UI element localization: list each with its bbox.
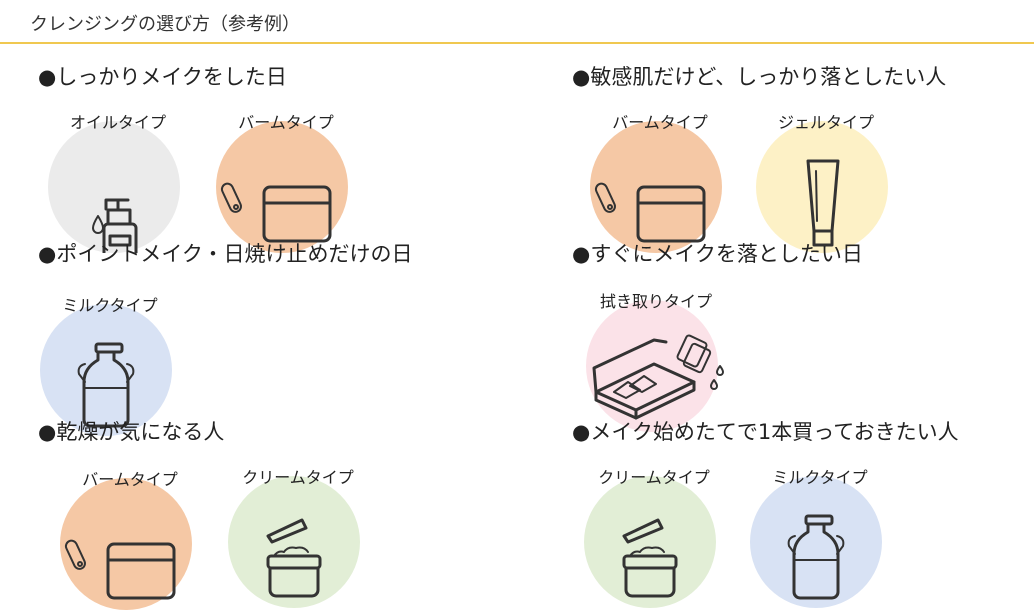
- section-sensitive-skin: ●敏感肌だけど、しっかり落としたい人 バームタイプ ジェルタイプ: [572, 61, 1022, 253]
- type-card-oil: オイルタイプ: [48, 95, 188, 253]
- type-card-cream: クリームタイプ: [584, 450, 724, 608]
- type-label: クリームタイプ: [242, 468, 354, 487]
- cream-jar-icon: [266, 518, 322, 598]
- page-header: クレンジングの選び方（参考例）: [0, 0, 1034, 42]
- section-heading: ●しっかりメイクをした日: [38, 65, 287, 89]
- type-card-milk: ミルクタイプ: [750, 450, 890, 608]
- type-card-gel: ジェルタイプ: [756, 95, 896, 253]
- section-heading: ●乾燥が気になる人: [38, 420, 225, 444]
- section-heading: ●すぐにメイクを落としたい日: [572, 242, 863, 266]
- type-label: オイルタイプ: [69, 113, 166, 132]
- wipe-case-icon: [592, 334, 724, 420]
- page-title: クレンジングの選び方（参考例）: [30, 14, 300, 35]
- type-label: バームタイプ: [612, 113, 708, 132]
- type-card-cream: クリームタイプ: [228, 450, 368, 608]
- type-label: バームタイプ: [238, 113, 334, 132]
- gel-tube-icon: [806, 159, 840, 247]
- type-label: クリームタイプ: [598, 468, 710, 487]
- oil-circle: [48, 121, 180, 253]
- type-card-balm: バームタイプ: [216, 95, 356, 253]
- type-label: ミルクタイプ: [62, 296, 158, 315]
- balm-jar-icon: [64, 539, 176, 600]
- type-card-balm: バームタイプ: [590, 95, 730, 253]
- milk-bottle-icon: [787, 514, 845, 600]
- milk-circle: [40, 304, 172, 436]
- header-divider: [0, 42, 1034, 44]
- type-label: バームタイプ: [82, 470, 178, 489]
- cream-jar-icon: [622, 518, 678, 598]
- section-heavy-makeup: ●しっかりメイクをした日 オイルタイプ バームタイプ: [38, 61, 518, 253]
- section-point-makeup: ●ポイントメイク・日焼け止めだけの日 ミルクタイプ: [38, 238, 518, 436]
- cream-circle: [228, 476, 360, 608]
- type-card-balm: バームタイプ: [60, 452, 200, 610]
- section-heading: ●メイク始めたてで1本買っておきたい人: [572, 420, 959, 444]
- section-first-purchase: ●メイク始めたてで1本買っておきたい人 クリームタイプ ミルクタイプ: [572, 416, 1022, 608]
- section-dry-skin: ●乾燥が気になる人 バームタイプ クリームタイプ: [38, 416, 518, 610]
- type-label: ジェルタイプ: [777, 113, 874, 132]
- milk-circle: [750, 476, 882, 608]
- type-label: 拭き取りタイプ: [599, 292, 712, 311]
- type-card-milk: ミルクタイプ: [40, 278, 180, 436]
- balm-jar-icon: [594, 182, 706, 243]
- pump-bottle-icon: [92, 198, 138, 253]
- type-card-sheet: 拭き取りタイプ: [586, 274, 726, 432]
- section-heading: ●ポイントメイク・日焼け止めだけの日: [38, 242, 413, 266]
- type-label: ミルクタイプ: [772, 468, 868, 487]
- milk-bottle-icon: [77, 342, 135, 428]
- balm-jar-icon: [220, 182, 332, 243]
- section-heading: ●敏感肌だけど、しっかり落としたい人: [572, 65, 947, 89]
- section-quick-removal: ●すぐにメイクを落としたい日 拭き取りタイプ: [572, 238, 1022, 432]
- cream-circle: [584, 476, 716, 608]
